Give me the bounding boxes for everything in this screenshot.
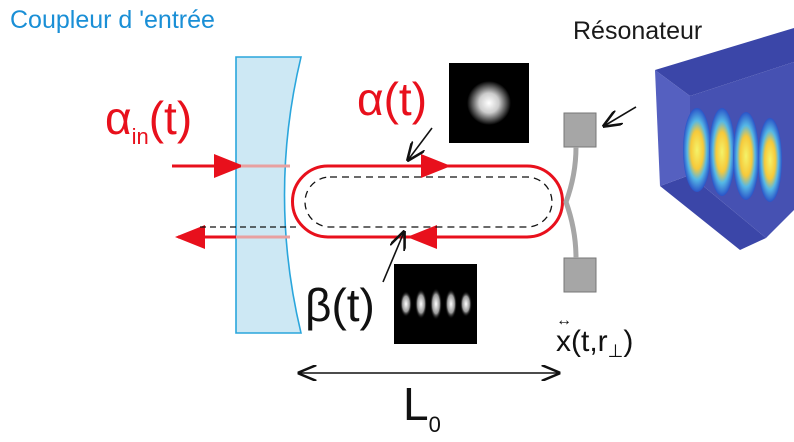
alpha-mode-inset <box>449 63 529 143</box>
displacement-close: ) <box>623 325 634 358</box>
displacement-perp: ⊥ <box>607 341 624 361</box>
intracavity-beam-beta <box>304 176 553 228</box>
alpha-in-symbol: α <box>105 92 132 144</box>
alpha-label: α(t) <box>357 73 428 125</box>
displacement-main: x(t,r <box>556 325 608 358</box>
length-subscript: 0 <box>428 412 441 437</box>
length-symbol: L <box>403 378 429 430</box>
input-coupler-mirror <box>235 56 303 334</box>
resonator-3d-rendering <box>655 28 794 250</box>
beta-mode-inset <box>394 264 477 344</box>
mechanical-resonator <box>563 112 597 293</box>
beta-pointer <box>382 232 404 283</box>
displacement-label: ↔x(t,r⊥) <box>556 313 634 361</box>
alpha-in-subscript: in <box>131 124 149 149</box>
intracavity-beam-alpha <box>291 164 564 239</box>
length-label: L0 <box>403 381 441 436</box>
alpha-in-label: αin(t) <box>105 95 192 148</box>
resonator-label: Résonateur <box>573 17 703 45</box>
resonator-pointer <box>604 106 637 126</box>
displacement-arrow-icon: ↔ <box>556 312 572 329</box>
alpha-pointer <box>408 127 433 160</box>
input-coupler-label: Coupleur d 'entrée <box>10 6 215 34</box>
alpha-in-argument: (t) <box>148 92 193 144</box>
beta-label: β(t) <box>305 279 375 331</box>
